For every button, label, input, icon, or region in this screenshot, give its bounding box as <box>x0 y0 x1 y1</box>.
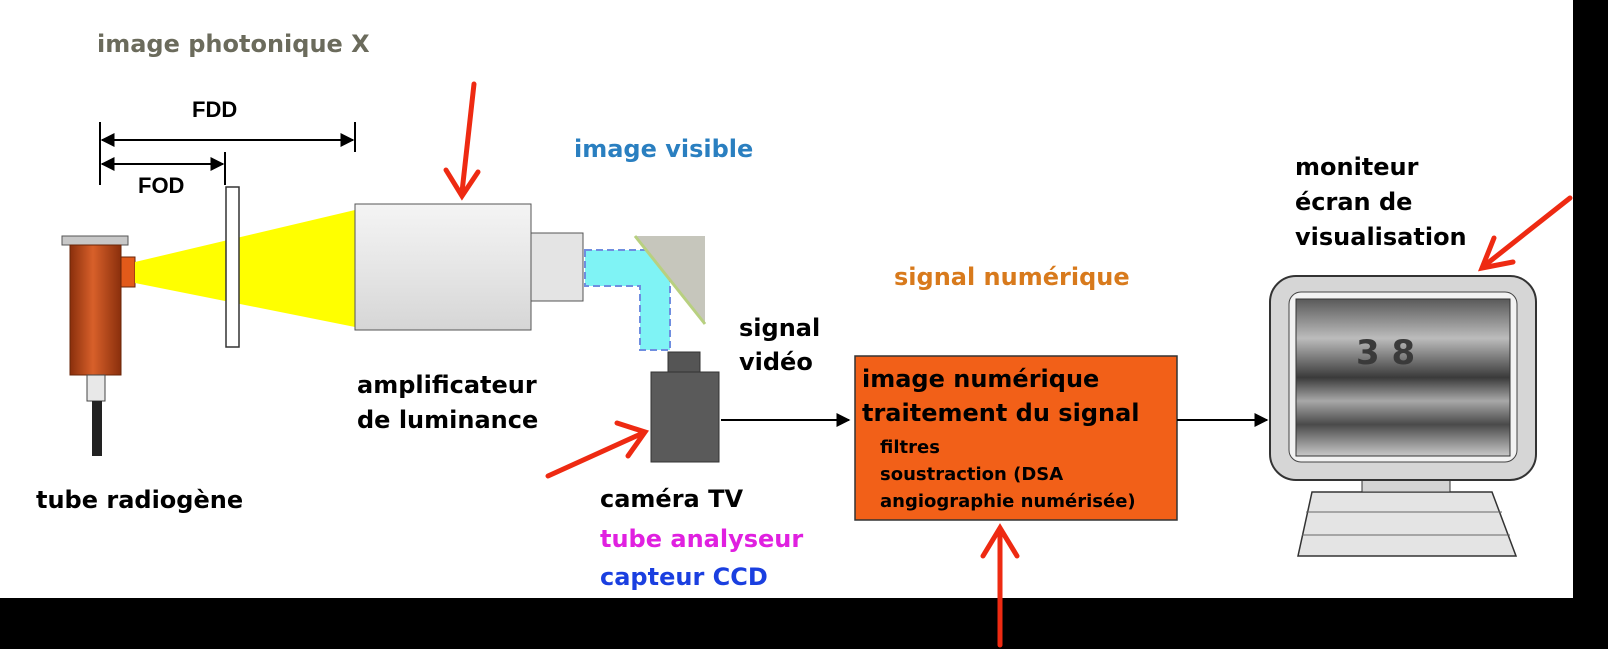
camera-label: caméra TV <box>600 485 743 513</box>
red-arrow-amplifier <box>443 81 481 201</box>
fod-label: FOD <box>138 173 184 198</box>
tube-analyseur-label: tube analyseur <box>600 525 803 553</box>
signal-video-label-2: vidéo <box>739 348 813 376</box>
xray-tube-icon <box>61 235 136 456</box>
processing-title-1: image numérique <box>862 365 1099 393</box>
monitor-icon: 3 8 <box>1269 275 1537 557</box>
screen-number: 3 8 <box>1356 333 1415 373</box>
image-intensifier-icon <box>354 203 584 331</box>
processing-box: image numérique traitement du signal fil… <box>854 355 1178 521</box>
signal-video-label-1: signal <box>739 314 820 342</box>
signal-numerique-label: signal numérique <box>894 263 1130 291</box>
title-image-photonique: image photonique X <box>97 30 370 58</box>
processing-item: angiographie numérisée) <box>880 491 1136 512</box>
amplifier-label-2: de luminance <box>357 406 538 434</box>
image-visible-label: image visible <box>574 135 753 163</box>
annotation-arrows <box>443 81 1573 648</box>
light-guide <box>584 235 707 351</box>
capteur-ccd-label: capteur CCD <box>600 563 768 591</box>
red-arrow-processing <box>980 523 1020 648</box>
monitor-label-3: visualisation <box>1295 223 1467 251</box>
red-arrow-camera <box>545 420 650 479</box>
fdd-label: FDD <box>192 97 237 122</box>
monitor-label-1: moniteur <box>1295 153 1419 181</box>
red-arrow-monitor <box>1477 195 1573 272</box>
fdd-dimension: FDD <box>99 97 356 152</box>
processing-item: filtres <box>880 437 940 458</box>
processing-title-2: traitement du signal <box>862 399 1140 427</box>
processing-item: soustraction (DSA <box>880 464 1063 485</box>
monitor-screen <box>1295 298 1511 457</box>
object-plate <box>225 186 240 348</box>
xray-beam <box>135 210 355 327</box>
tube-label: tube radiogène <box>36 486 243 514</box>
camera-icon <box>650 351 720 463</box>
monitor-label-2: écran de <box>1295 188 1412 216</box>
fod-dimension: FOD <box>99 152 226 198</box>
amplifier-label-1: amplificateur <box>357 371 537 399</box>
